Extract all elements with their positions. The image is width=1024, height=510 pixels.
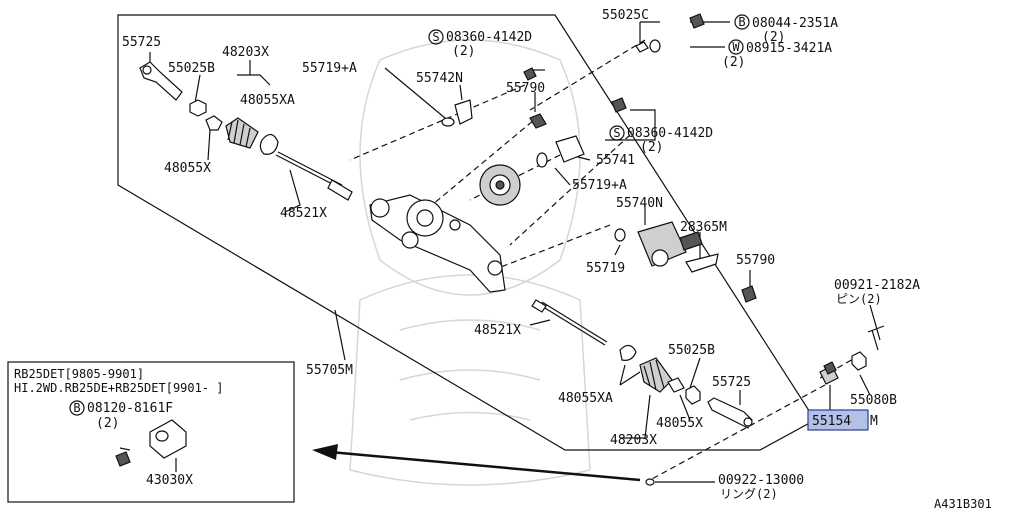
connector-55154M <box>819 361 839 385</box>
washer-08915 <box>649 39 661 53</box>
label-08360-top-qty: (2) <box>452 44 475 59</box>
label-55025B-top[interactable]: 55025B <box>168 61 215 76</box>
label-55790-top[interactable]: 55790 <box>506 81 545 96</box>
lever-pin-low <box>743 417 753 427</box>
inset-line-2: HI.2WD.RB25DE+RB25DET[9901- ] <box>14 381 224 395</box>
label-55790-mid[interactable]: 55790 <box>736 253 775 268</box>
highlight-55154[interactable] <box>807 409 869 431</box>
label-55725-low[interactable]: 55725 <box>712 375 751 390</box>
washer-55025C <box>635 41 649 53</box>
label-55725-top[interactable]: 55725 <box>122 35 161 50</box>
label-08360-mid[interactable]: 08360-4142D <box>627 126 713 141</box>
clip-48055X-top <box>205 115 223 131</box>
nut-55025B-top <box>189 99 207 117</box>
label-55080B[interactable]: 55080B <box>850 393 897 408</box>
nut-55025B-low <box>685 385 701 405</box>
label-08360-mid-qty: (2) <box>640 140 663 155</box>
label-08360-top[interactable]: 08360-4142D <box>446 30 532 45</box>
assembly-outline <box>117 14 816 451</box>
bracket-55742N <box>454 99 473 125</box>
symbol-b-08044: B <box>734 14 750 30</box>
svg-text:S: S <box>432 30 439 44</box>
label-48055XA-top[interactable]: 48055XA <box>240 93 295 108</box>
label-08120[interactable]: 08120-8161F <box>87 401 173 416</box>
actuator-assembly <box>479 164 521 206</box>
svg-text:B: B <box>738 15 745 29</box>
lever-pin-top <box>142 65 152 75</box>
diagram-code: A431B301 <box>934 497 992 510</box>
bushing-43030X <box>149 419 187 459</box>
label-55705M[interactable]: 55705M <box>306 363 353 378</box>
label-55025C[interactable]: 55025C <box>602 8 649 23</box>
symbol-s-mid: S <box>609 125 625 141</box>
clamp-48055XA-top <box>259 133 279 155</box>
svg-text:W: W <box>732 40 740 54</box>
watermark-emblem <box>349 39 591 486</box>
svg-text:B: B <box>73 401 80 415</box>
label-48203X-top[interactable]: 48203X <box>222 45 269 60</box>
o-ring-55719A-mid <box>536 152 548 168</box>
bolt-08044 <box>689 13 705 29</box>
ring-00922 <box>645 478 655 486</box>
label-28365M[interactable]: 28365M <box>680 220 727 235</box>
symbol-w-08915: W <box>728 39 744 55</box>
o-ring-55719 <box>614 228 626 242</box>
motor-55740N <box>637 221 703 267</box>
clamp-48055XA-low <box>619 344 637 361</box>
o-ring-55719A-top <box>441 117 455 127</box>
boot-48203X-top <box>225 117 259 149</box>
label-00921[interactable]: 00921-2182A <box>834 278 920 293</box>
label-48521X-low[interactable]: 48521X <box>474 323 521 338</box>
symbol-b-08120: B <box>69 400 85 416</box>
bracket-28365M <box>685 253 719 273</box>
inset-line-1: RB25DET[9805-9901] <box>14 367 144 381</box>
pin-00921 <box>867 325 885 351</box>
leader-lines <box>149 21 881 483</box>
label-55154[interactable]: 55154 <box>812 414 851 429</box>
label-48055X-low[interactable]: 48055X <box>656 416 703 431</box>
label-08044[interactable]: 08044-2351A <box>752 16 838 31</box>
label-08044-qty: (2) <box>762 30 785 45</box>
bolt-55790-mid <box>741 285 757 303</box>
label-55741[interactable]: 55741 <box>596 153 635 168</box>
label-08915-qty: (2) <box>722 55 745 70</box>
label-55154-suffix: M <box>870 414 878 429</box>
label-55742N[interactable]: 55742N <box>416 71 463 86</box>
bolt-08120 <box>115 451 131 467</box>
clip-48055X-low <box>667 377 685 393</box>
bracket-55741 <box>555 135 585 163</box>
label-55025B-low[interactable]: 55025B <box>668 343 715 358</box>
label-55740N[interactable]: 55740N <box>616 196 663 211</box>
label-00922[interactable]: 00922-13000 <box>718 473 804 488</box>
label-48521X-top[interactable]: 48521X <box>280 206 327 221</box>
label-08915[interactable]: 08915-3421A <box>746 41 832 56</box>
label-55719A-top[interactable]: 55719+A <box>302 61 357 76</box>
label-55719A-mid[interactable]: 55719+A <box>572 178 627 193</box>
nut-55080B <box>851 351 867 371</box>
bolt-55790-top <box>529 113 547 129</box>
boot-48203X-low <box>639 357 673 393</box>
rod-48521X-low <box>531 299 608 346</box>
rod-48521X-top <box>275 151 353 201</box>
inset-leader <box>119 447 131 451</box>
label-48055X-top[interactable]: 48055X <box>164 161 211 176</box>
label-00922-sub: リング(2) <box>720 487 778 501</box>
callout-arrow <box>312 444 641 482</box>
label-00921-sub: ピン(2) <box>836 292 882 306</box>
label-48055XA-low[interactable]: 48055XA <box>558 391 613 406</box>
label-43030X[interactable]: 43030X <box>146 473 193 488</box>
bolt-08360-top <box>523 67 537 81</box>
inset-box <box>7 361 295 503</box>
symbol-s-top: S <box>428 29 444 45</box>
label-08120-qty: (2) <box>96 416 119 431</box>
label-55719[interactable]: 55719 <box>586 261 625 276</box>
label-48203X-low[interactable]: 48203X <box>610 433 657 448</box>
svg-text:S: S <box>613 126 620 140</box>
housing-55705M <box>369 194 506 293</box>
dashed-guides <box>349 39 861 481</box>
bolt-08360-mid <box>611 97 627 113</box>
